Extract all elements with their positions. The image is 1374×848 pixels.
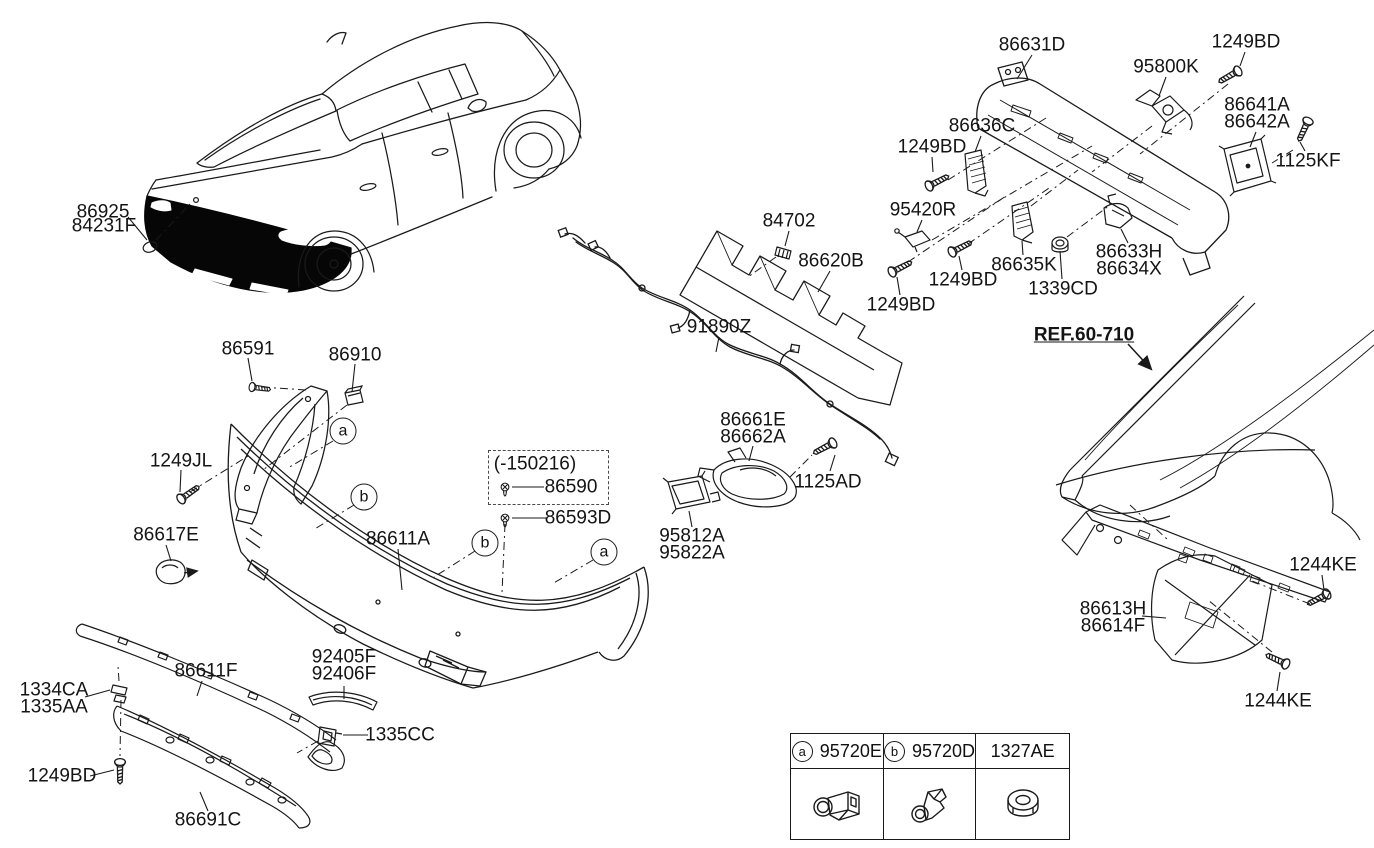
legend-cell-sensor-a	[791, 769, 884, 839]
assembly-dash-lines	[117, 83, 1311, 757]
part-label-1339cd: 1339CD	[1028, 278, 1098, 300]
legend-header-1327ae: 1327AE	[976, 734, 1069, 769]
part-label-1335aa: 1335AA	[20, 696, 88, 718]
part-label-86662a: 86662A	[720, 426, 786, 448]
part-label-86925: 86925	[76, 201, 130, 223]
quarter-panel-art	[1055, 295, 1374, 541]
part-label-86591: 86591	[221, 338, 275, 360]
side-bracket-art	[1061, 504, 1331, 664]
part-label-86661e: 86661E	[720, 409, 786, 431]
part-label-86614f: 86614F	[1080, 615, 1146, 637]
legend-cell-nut	[976, 769, 1069, 839]
part-label-1249bd-top-right: 1249BD	[1211, 31, 1281, 53]
legend-marker-a: a	[791, 740, 813, 762]
part-label-1249bd-mid-1: 1249BD	[897, 136, 967, 158]
part-label-86620b: 86620B	[798, 250, 864, 272]
part-label-86636c: 86636C	[948, 115, 1016, 137]
part-label-1249bd-mid-3: 1249BD	[928, 269, 998, 291]
callout-marker-b-1: b	[350, 483, 378, 511]
part-label-86617e: 86617E	[133, 524, 199, 546]
part-label-86633h: 86633H	[1095, 241, 1163, 263]
car-illustration	[144, 22, 582, 296]
part-label-86691c: 86691C	[174, 809, 242, 831]
parking-sensor-with-holder-icon	[813, 791, 860, 821]
bumper-lower-trim-art	[75, 623, 345, 771]
part-label-86910: 86910	[328, 344, 382, 366]
part-label-1334ca: 1334CA	[19, 679, 89, 701]
part-label-95812a: 95812A	[659, 525, 725, 547]
rear-bumper-cover-art	[227, 423, 649, 689]
part-label-92406f: 92406F	[311, 663, 377, 685]
part-label-1125kf: 1125KF	[1275, 150, 1341, 172]
part-label-84231f: 84231F	[71, 215, 137, 237]
part-label-86611a: 86611A	[365, 528, 431, 550]
part-label-95800k: 95800K	[1133, 56, 1199, 78]
wiring-harness-art	[557, 226, 900, 467]
part-label-86590: 86590	[544, 476, 598, 498]
part-label-1249bd-bottom-left: 1249BD	[27, 765, 97, 787]
callout-marker-a-1: a	[329, 417, 357, 445]
part-label-1244ke-bottom: 1244KE	[1244, 690, 1312, 712]
bumper-under-cover-art	[113, 705, 311, 829]
part-label-84702: 84702	[762, 210, 816, 232]
part-label-95420r: 95420R	[889, 199, 957, 221]
legend-part-95720d: 95720D	[911, 740, 976, 761]
part-label-1125ad: 1125AD	[794, 471, 862, 493]
part-label-86635k: 86635K	[991, 254, 1057, 276]
legend-header-95720e: a 95720E	[791, 734, 884, 769]
ref-label-60-710: REF.60-710	[1033, 324, 1135, 346]
fastener-glyphs	[113, 63, 1334, 785]
legend-header-95720d: b 95720D	[883, 734, 977, 769]
legend-part-1327ae: 1327AE	[990, 740, 1055, 761]
part-label-86593d: 86593D	[544, 507, 612, 529]
variant-note-box	[488, 450, 609, 505]
part-label-1249jl: 1249JL	[149, 450, 213, 472]
bumper-side-stay-art	[234, 385, 330, 525]
part-label-95822a: 95822A	[659, 542, 725, 564]
part-label-86631d: 86631D	[998, 34, 1066, 56]
part-label-91890z: 91890Z	[686, 316, 752, 338]
parking-sensor-icon	[911, 788, 948, 823]
part-label-92405f: 92405F	[311, 646, 377, 668]
impact-absorber-art	[679, 230, 903, 406]
legend-marker-b: b	[883, 740, 905, 762]
part-label-86613h: 86613H	[1079, 598, 1147, 620]
part-label-86642a: 86642A	[1224, 111, 1290, 133]
small-parts-left-art	[110, 241, 378, 747]
part-label-86641a: 86641A	[1224, 94, 1290, 116]
legend-table: a 95720E b 95720D 1327AE	[790, 733, 1070, 840]
part-label-1244ke-top: 1244KE	[1289, 554, 1357, 576]
part-label-86634x: 86634X	[1096, 258, 1162, 280]
callout-marker-a-2: a	[590, 538, 618, 566]
beam-small-parts-art	[894, 89, 1277, 253]
leader-lines	[84, 51, 1325, 812]
legend-part-95720e: 95720E	[819, 740, 882, 761]
back-beam-art	[976, 61, 1230, 276]
flange-nut-icon	[1006, 789, 1039, 817]
callout-marker-b-2: b	[471, 529, 499, 557]
part-label-86611f: 86611F	[174, 660, 238, 682]
lamp-and-sensor-art	[662, 246, 797, 515]
legend-cell-sensor-b	[884, 769, 977, 839]
part-label-1249bd-mid-2: 1249BD	[866, 294, 936, 316]
part-label-1335cc: 1335CC	[365, 724, 435, 746]
variant-note-label: (-150216)	[493, 453, 577, 475]
